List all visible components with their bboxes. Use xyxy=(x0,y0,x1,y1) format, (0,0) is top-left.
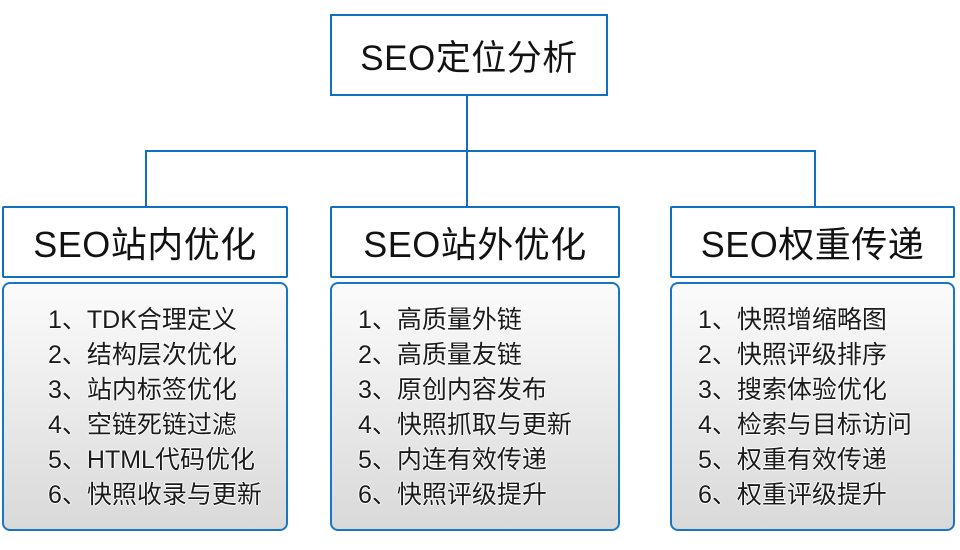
connector-branch-vertical-2 xyxy=(466,150,468,208)
branch-header-label: SEO站内优化 xyxy=(33,224,257,265)
branch-list-offsite: 1、高质量外链 2、高质量友链 3、原创内容发布 4、快照抓取与更新 5、内连有… xyxy=(330,282,620,531)
branch-header-weight-transfer[interactable]: SEO权重传递 xyxy=(670,206,955,278)
branch-column-1: SEO站内优化 1、TDK合理定义 2、结构层次优化 3、站内标签优化 4、空链… xyxy=(2,206,288,531)
connector-branch-vertical-1 xyxy=(145,150,147,208)
branch-header-offsite[interactable]: SEO站外优化 xyxy=(330,206,620,278)
list-item: 3、搜索体验优化 xyxy=(698,375,887,404)
branch-list-weight-transfer: 1、快照增缩略图 2、快照评级排序 3、搜索体验优化 4、检索与目标访问 5、权… xyxy=(670,282,955,531)
list-item: 4、快照抓取与更新 xyxy=(358,410,572,439)
list-item: 6、快照评级提升 xyxy=(358,480,547,509)
list-item: 5、权重有效传递 xyxy=(698,445,887,474)
list-item: 2、结构层次优化 xyxy=(48,340,237,369)
list-item: 5、HTML代码优化 xyxy=(48,445,255,474)
list-item: 2、快照评级排序 xyxy=(698,340,887,369)
connector-root-vertical xyxy=(466,96,468,152)
list-item: 5、内连有效传递 xyxy=(358,445,547,474)
branch-column-2: SEO站外优化 1、高质量外链 2、高质量友链 3、原创内容发布 4、快照抓取与… xyxy=(330,206,620,531)
connector-branch-vertical-3 xyxy=(814,150,816,208)
root-node-seo-positioning[interactable]: SEO定位分析 xyxy=(330,14,608,96)
list-item: 2、高质量友链 xyxy=(358,340,522,369)
list-item: 1、TDK合理定义 xyxy=(48,305,237,334)
root-node-label: SEO定位分析 xyxy=(360,38,578,78)
branch-header-label: SEO站外优化 xyxy=(363,224,587,265)
list-item: 1、高质量外链 xyxy=(358,305,522,334)
branch-list-onsite: 1、TDK合理定义 2、结构层次优化 3、站内标签优化 4、空链死链过滤 5、H… xyxy=(2,282,288,531)
branch-header-label: SEO权重传递 xyxy=(700,224,925,265)
list-item: 4、检索与目标访问 xyxy=(698,410,912,439)
branch-column-3: SEO权重传递 1、快照增缩略图 2、快照评级排序 3、搜索体验优化 4、检索与… xyxy=(670,206,955,531)
connector-horizontal-bus xyxy=(145,150,816,152)
list-item: 6、快照收录与更新 xyxy=(48,480,262,509)
list-item: 3、站内标签优化 xyxy=(48,375,237,404)
list-item: 6、权重评级提升 xyxy=(698,480,887,509)
list-item: 4、空链死链过滤 xyxy=(48,410,237,439)
list-item: 1、快照增缩略图 xyxy=(698,305,887,334)
branch-header-onsite[interactable]: SEO站内优化 xyxy=(2,206,288,278)
list-item: 3、原创内容发布 xyxy=(358,375,547,404)
